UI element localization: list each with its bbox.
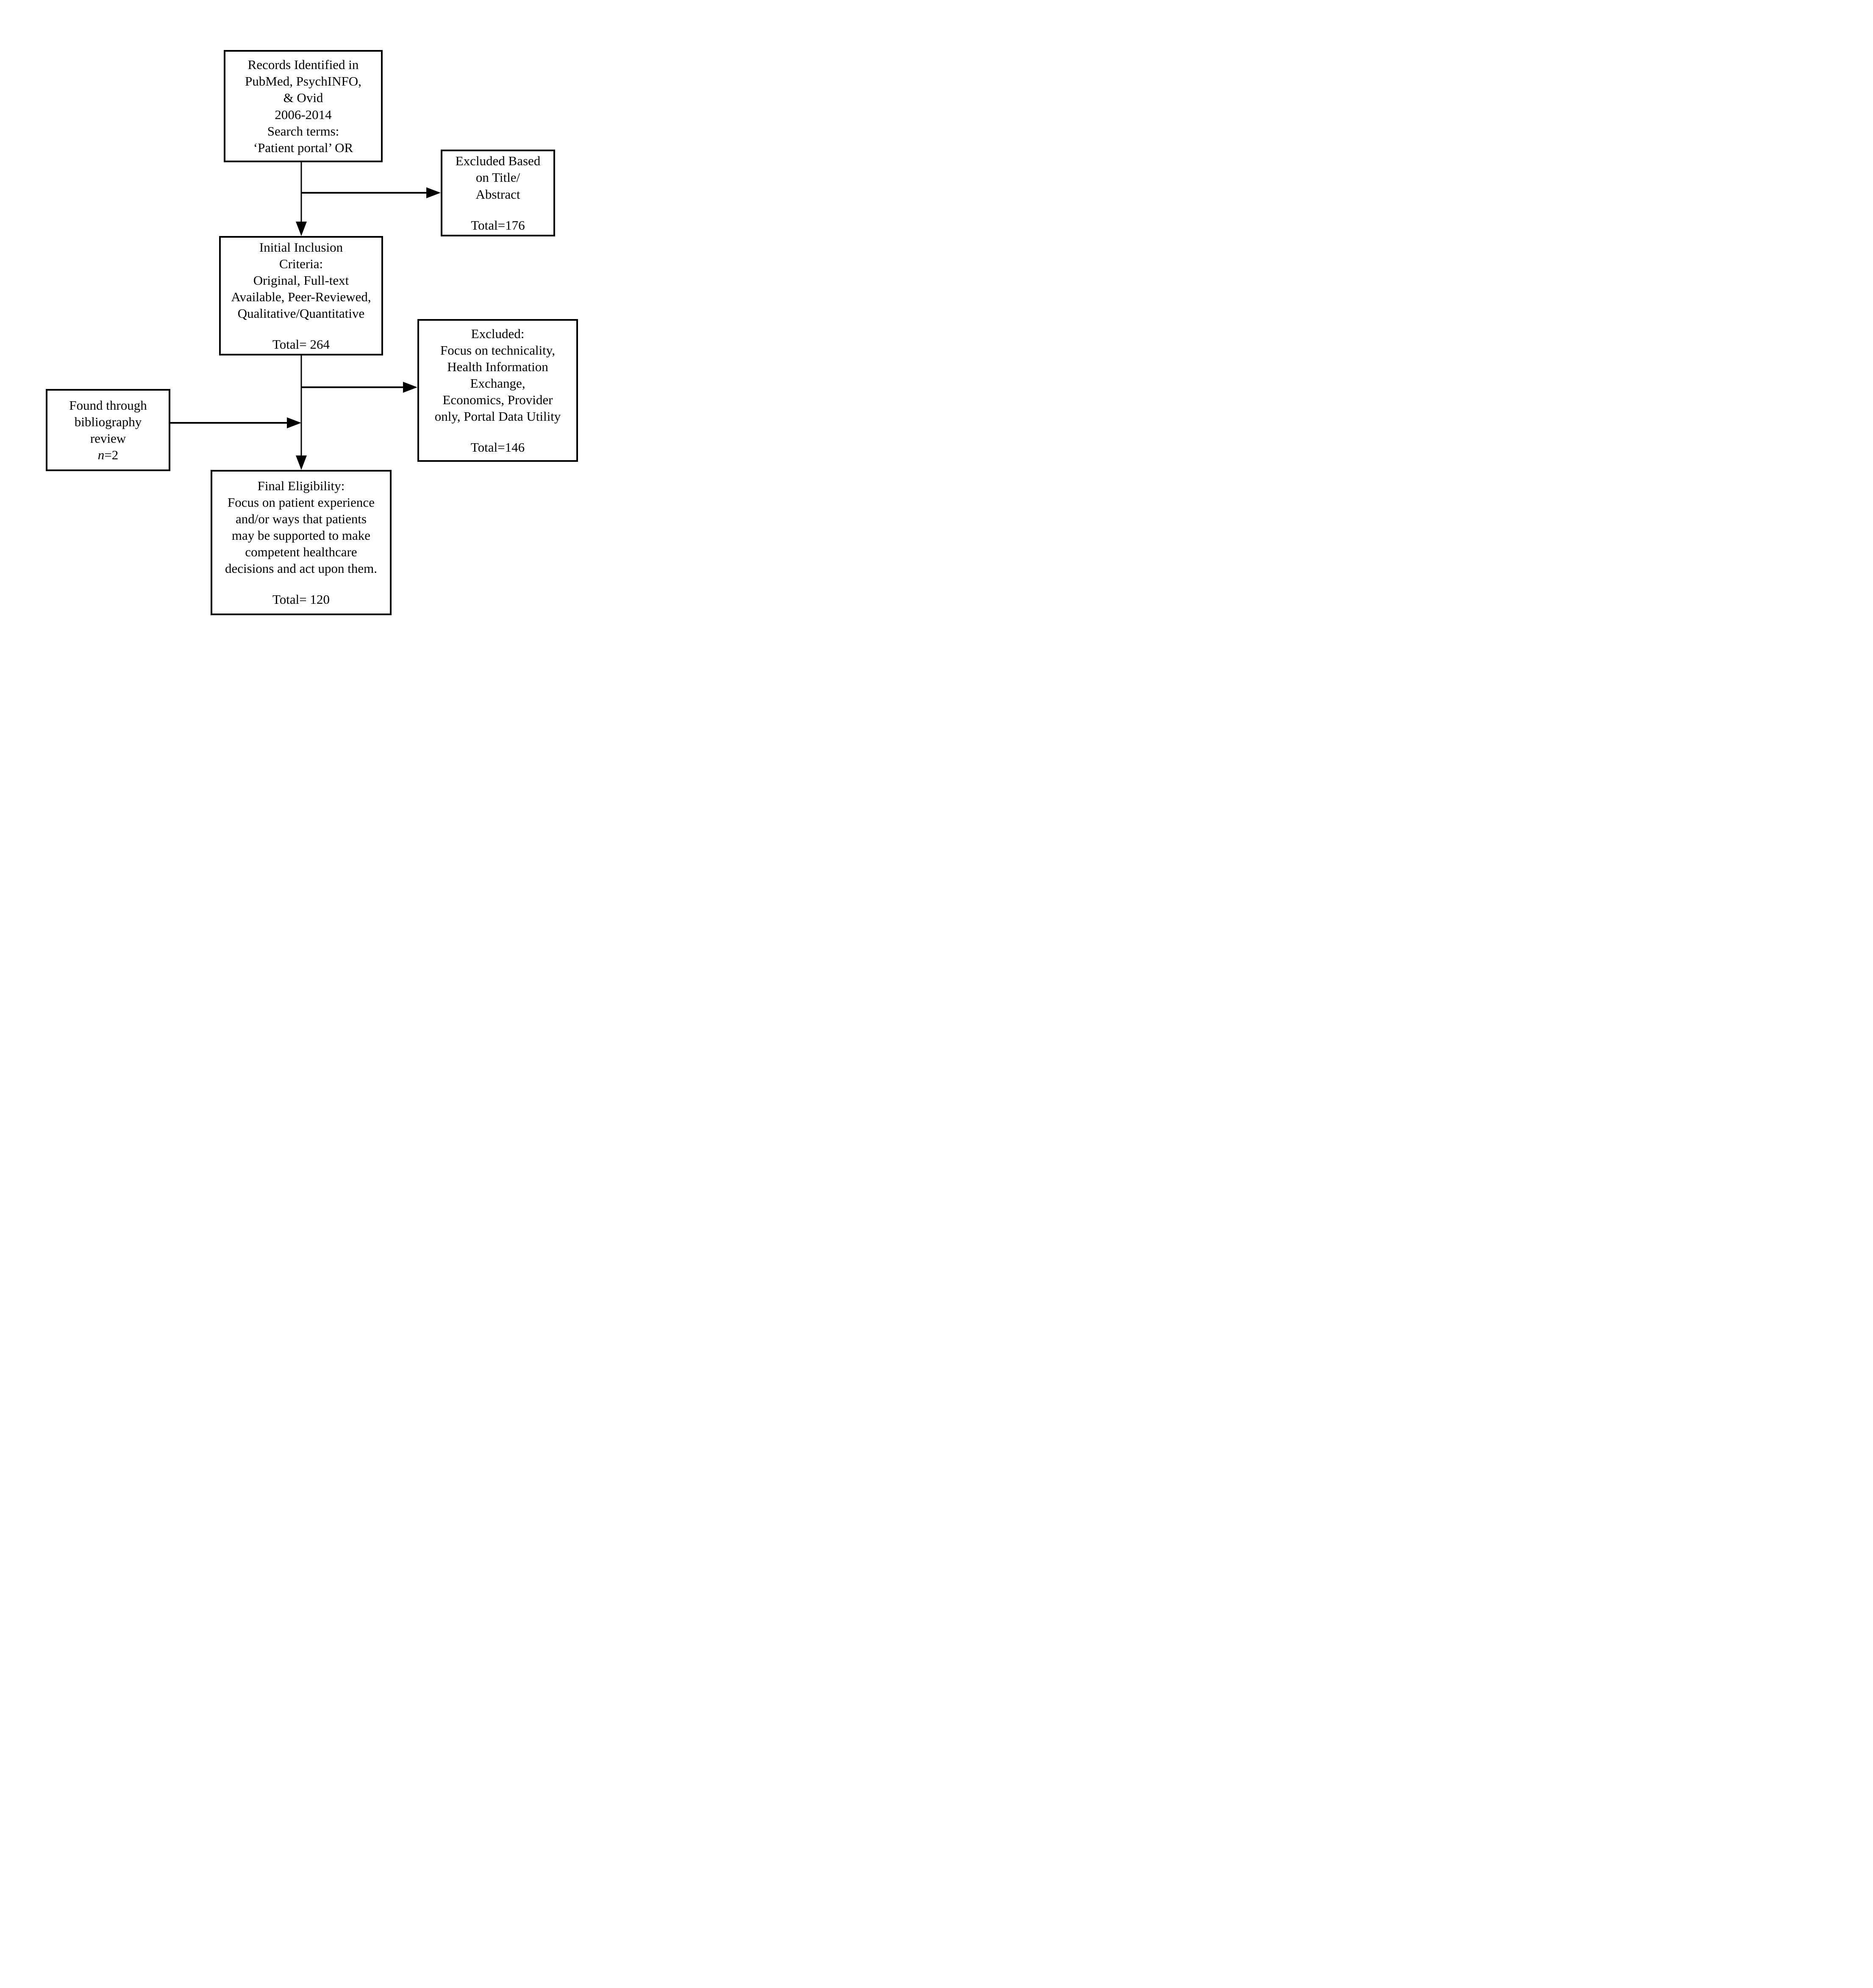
excluded-focus-line: Exchange, xyxy=(470,375,525,391)
excluded-title-line: Abstract xyxy=(475,186,520,202)
bibliography-review-box: Found through bibliography review n=2 xyxy=(46,389,170,471)
final-eligibility-line: decisions and act upon them. xyxy=(225,561,377,576)
excluded-focus-line: Excluded: xyxy=(471,326,525,341)
records-line: & Ovid xyxy=(283,90,323,106)
bibliography-line: review xyxy=(90,431,126,446)
records-identified-box: Records Identified in PubMed, PsychINFO,… xyxy=(224,50,383,162)
records-line: PubMed, PsychINFO, xyxy=(245,74,361,89)
final-eligibility-line: competent healthcare xyxy=(245,544,357,560)
excluded-title-line: on Title/ xyxy=(475,170,520,185)
final-eligibility-box: Final Eligibility: Focus on patient expe… xyxy=(211,470,392,615)
final-eligibility-line: Focus on patient experience xyxy=(228,494,375,510)
records-line: Records Identified in xyxy=(247,57,359,72)
bibliography-n-symbol: n xyxy=(97,447,105,463)
excluded-focus-line: only, Portal Data Utility xyxy=(434,409,561,424)
inclusion-total: Total= 264 xyxy=(272,337,330,352)
arrow-records-to-inclusion-head xyxy=(296,222,307,236)
bibliography-line: bibliography xyxy=(74,414,142,429)
arrow-to-excluded-title-abstract-head xyxy=(426,187,441,198)
records-line: 2006-2014 xyxy=(275,107,332,122)
final-eligibility-total: Total= 120 xyxy=(272,592,330,607)
final-eligibility-line: may be supported to make xyxy=(231,528,371,543)
final-eligibility-line: Final Eligibility: xyxy=(257,478,345,493)
arrow-bibliography-to-flow-head xyxy=(287,417,301,428)
bibliography-line: Found through xyxy=(69,397,147,413)
excluded-title-total: Total=176 xyxy=(471,217,525,233)
arrow-to-excluded-focus-head xyxy=(403,382,417,393)
excluded-focus-line: Focus on technicality, xyxy=(440,342,555,358)
inclusion-line: Qualitative/Quantitative xyxy=(237,306,365,321)
inclusion-line: Original, Full-text xyxy=(253,272,349,288)
excluded-title-abstract-box: Excluded Based on Title/ Abstract Total=… xyxy=(441,150,555,236)
inclusion-line: Available, Peer-Reviewed, xyxy=(231,289,371,304)
excluded-title-line: Excluded Based xyxy=(455,153,541,169)
excluded-focus-line: Economics, Provider xyxy=(442,392,553,408)
excluded-focus-box: Excluded: Focus on technicality, Health … xyxy=(417,319,578,462)
prisma-flow-diagram: Records Identified in PubMed, PsychINFO,… xyxy=(0,0,624,663)
arrow-inclusion-to-final-head xyxy=(296,455,307,470)
excluded-focus-total: Total=146 xyxy=(470,440,525,455)
final-eligibility-line: and/or ways that patients xyxy=(235,511,367,526)
bibliography-n-count: =2 xyxy=(104,447,119,463)
initial-inclusion-box: Initial Inclusion Criteria: Original, Fu… xyxy=(219,236,383,355)
records-line: Search terms: xyxy=(267,123,339,139)
connector-layer xyxy=(170,161,441,470)
inclusion-line: Criteria: xyxy=(279,256,323,271)
bibliography-n-line: n=2 xyxy=(98,447,118,463)
records-line: ‘Patient portal’ OR xyxy=(253,140,353,155)
excluded-focus-line: Health Information xyxy=(447,359,548,374)
inclusion-line: Initial Inclusion xyxy=(259,239,343,255)
